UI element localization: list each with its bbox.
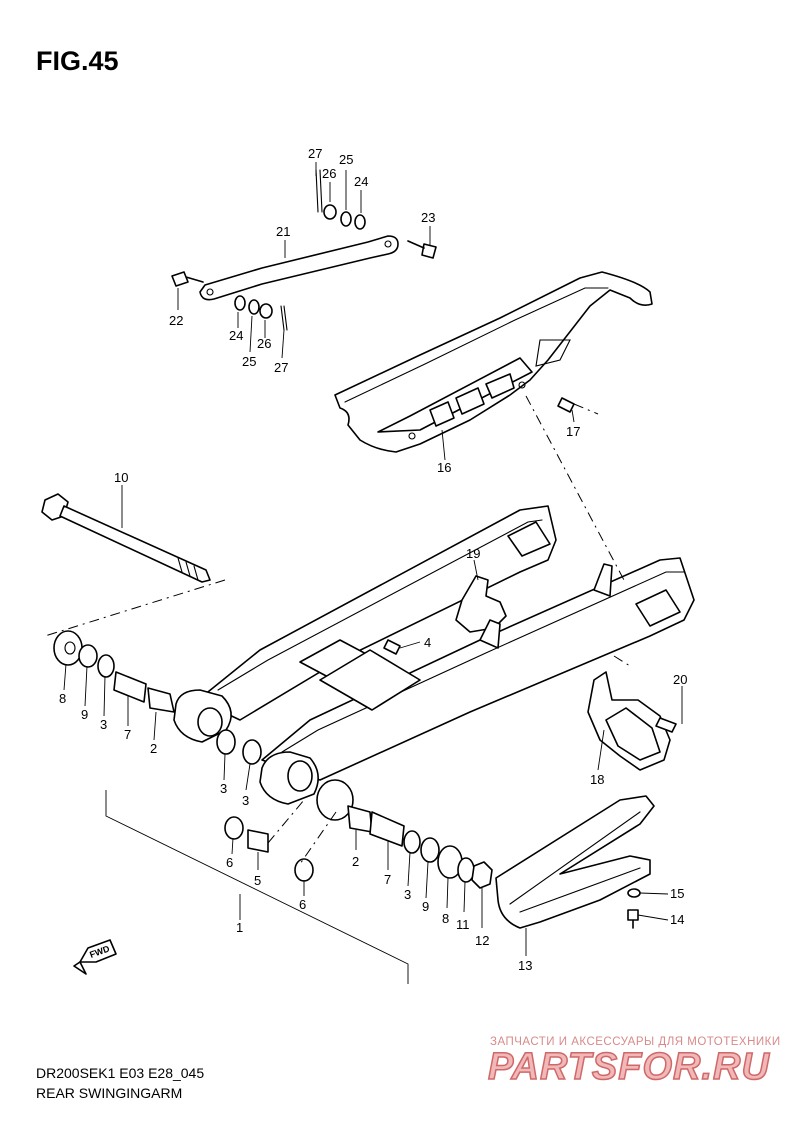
- part-27-cotter-pin-lower[interactable]: [280, 305, 288, 331]
- callout-15: 15: [670, 886, 684, 901]
- callout-22: 22: [169, 313, 183, 328]
- part-7-spacer-right[interactable]: [369, 811, 405, 847]
- left-pivot-stack: [53, 630, 314, 882]
- callout-7-left: 7: [124, 727, 131, 742]
- callout-9-right: 9: [422, 899, 429, 914]
- part-1-swingarm[interactable]: [173, 505, 695, 821]
- callout-11: 11: [456, 917, 470, 932]
- part-4-screw[interactable]: [383, 639, 401, 655]
- fwd-arrow: FWD: [73, 939, 117, 975]
- part-7-spacer-left[interactable]: [113, 671, 147, 703]
- part-10-pivot-shaft[interactable]: [41, 493, 211, 583]
- callout-25-upper: 25: [339, 152, 353, 167]
- callout-23: 23: [421, 210, 435, 225]
- part-24-washer-lower[interactable]: [234, 295, 246, 311]
- callout-6-low: 6: [299, 897, 306, 912]
- callout-19: 19: [466, 546, 480, 561]
- callout-numbers: 27 26 25 24 23 21 22 24 26 25 27 17 16 1…: [59, 146, 687, 973]
- callout-20: 20: [673, 672, 687, 687]
- model-code: DR200SEK1 E03 E28_045: [36, 1065, 205, 1081]
- part-21-torque-rod[interactable]: [199, 235, 399, 301]
- part-9-seal-right[interactable]: [420, 837, 440, 863]
- callout-27-upper: 27: [308, 146, 322, 161]
- callout-4: 4: [424, 635, 431, 650]
- part-19-bracket[interactable]: [455, 575, 507, 633]
- part-3-bearing-mid-b[interactable]: [242, 739, 262, 765]
- callout-18: 18: [590, 772, 604, 787]
- callout-24-upper: 24: [354, 174, 368, 189]
- callout-6-mid: 6: [226, 855, 233, 870]
- watermark-brand: PARTSFOR.RU: [487, 1045, 770, 1089]
- part-5-roller-bearing[interactable]: [247, 829, 269, 853]
- callout-3-left: 3: [100, 717, 107, 732]
- part-13-chain-buffer[interactable]: [495, 795, 655, 929]
- part-27-cotter-pin-upper[interactable]: [315, 169, 323, 213]
- callout-27-lower: 27: [274, 360, 288, 375]
- leader-lines: [63, 162, 683, 956]
- callout-25-lower: 25: [242, 354, 256, 369]
- part-14-bolt[interactable]: [627, 909, 639, 929]
- part-17-bolt[interactable]: [557, 397, 575, 413]
- callout-8-right: 8: [442, 911, 449, 926]
- part-9-seal-left[interactable]: [78, 644, 98, 668]
- callout-7-right: 7: [384, 872, 391, 887]
- callout-8-left: 8: [59, 691, 66, 706]
- callout-13: 13: [518, 958, 532, 973]
- part-12-nut[interactable]: [471, 861, 493, 889]
- part-15-washer[interactable]: [627, 888, 641, 898]
- torque-rod-assembly: [171, 169, 437, 331]
- alignment-lines: [44, 395, 631, 865]
- callout-3-mid-b: 3: [242, 793, 249, 808]
- callout-21: 21: [276, 224, 290, 239]
- callout-3-mid-a: 3: [220, 781, 227, 796]
- part-25-washer-lower[interactable]: [248, 299, 260, 315]
- part-3-bearing-mid-a[interactable]: [216, 729, 236, 755]
- callout-2-left: 2: [150, 741, 157, 756]
- part-2-collar-left[interactable]: [147, 687, 175, 713]
- callout-16: 16: [437, 460, 451, 475]
- part-24-washer-upper[interactable]: [354, 214, 366, 230]
- part-8-cap-left[interactable]: [53, 630, 83, 666]
- callout-24-lower: 24: [229, 328, 243, 343]
- part-20-bolt[interactable]: [655, 717, 677, 733]
- callout-9-left: 9: [81, 707, 88, 722]
- callout-12: 12: [475, 933, 489, 948]
- part-2-collar-right[interactable]: [347, 805, 373, 833]
- callout-2-right: 2: [352, 854, 359, 869]
- part-25-washer-upper[interactable]: [340, 211, 352, 227]
- part-26-nut-upper[interactable]: [323, 204, 337, 220]
- right-pivot-stack: [347, 805, 493, 889]
- callout-3-right: 3: [404, 887, 411, 902]
- figure-name: REAR SWINGINGARM: [36, 1085, 183, 1101]
- callout-26-lower: 26: [257, 336, 271, 351]
- watermark-tagline: ЗАПЧАСТИ И АКСЕССУАРЫ ДЛЯ МОТОТЕХНИКИ: [490, 1036, 781, 1048]
- part-18-chain-guide[interactable]: [587, 671, 677, 771]
- part-6-cap-low[interactable]: [294, 858, 314, 882]
- figure-title: FIG.45: [36, 46, 119, 76]
- part-16-chain-case[interactable]: [334, 271, 653, 453]
- part-3-bearing-right[interactable]: [403, 830, 421, 854]
- callout-14: 14: [670, 912, 684, 927]
- callout-17: 17: [566, 424, 580, 439]
- callout-26-upper: 26: [322, 166, 336, 181]
- callout-5: 5: [254, 873, 261, 888]
- part-6-cap-mid[interactable]: [224, 816, 244, 840]
- callout-10: 10: [114, 470, 128, 485]
- part-23-bolt[interactable]: [407, 240, 437, 259]
- part-3-bearing-left[interactable]: [97, 654, 115, 678]
- part-22-bolt[interactable]: [171, 271, 204, 287]
- part-1-bracket-line: [105, 790, 409, 984]
- callout-1: 1: [236, 920, 243, 935]
- part-26-nut-lower[interactable]: [259, 303, 273, 319]
